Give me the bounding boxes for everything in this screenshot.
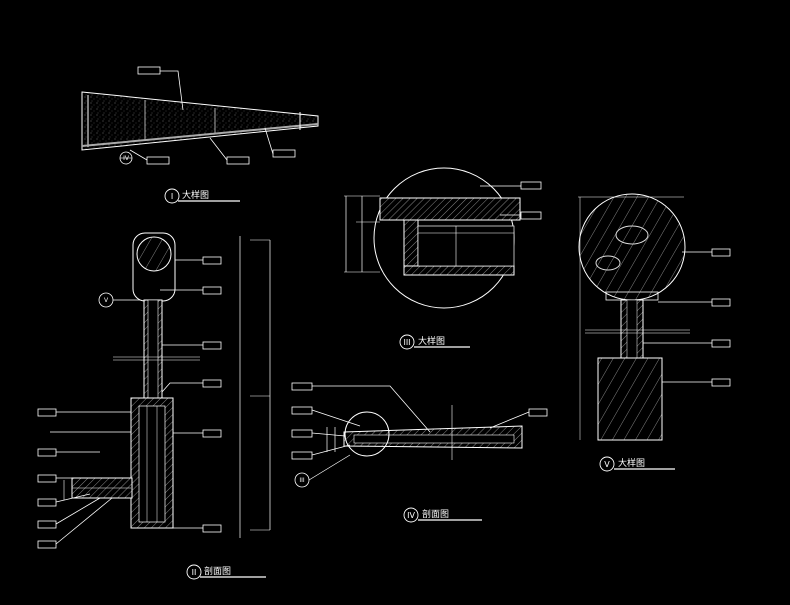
view-III-caption: 大样图 [418, 335, 445, 347]
callout-ref-V: V [104, 297, 109, 304]
view-IV-numeral: IV [407, 511, 415, 520]
view-V-numeral: V [604, 460, 610, 469]
view-I-numeral: I [171, 192, 173, 201]
view-II-caption: 剖面图 [204, 565, 231, 577]
callout-ref-III: III [299, 477, 305, 484]
view-V-rail-detail [578, 193, 731, 472]
view-II-numeral: II [192, 568, 197, 577]
view-II-section [37, 232, 271, 580]
view-IV-section [291, 382, 548, 523]
view-III-numeral: III [403, 338, 410, 347]
view-V-caption: 大样图 [618, 457, 645, 469]
view-I-caption: 大样图 [182, 189, 209, 201]
view-III-circle-detail [344, 167, 542, 350]
view-IV-caption: 剖面图 [422, 508, 449, 520]
callout-ref-IV: IV [123, 155, 130, 162]
view-I-taper-detail [81, 66, 319, 204]
